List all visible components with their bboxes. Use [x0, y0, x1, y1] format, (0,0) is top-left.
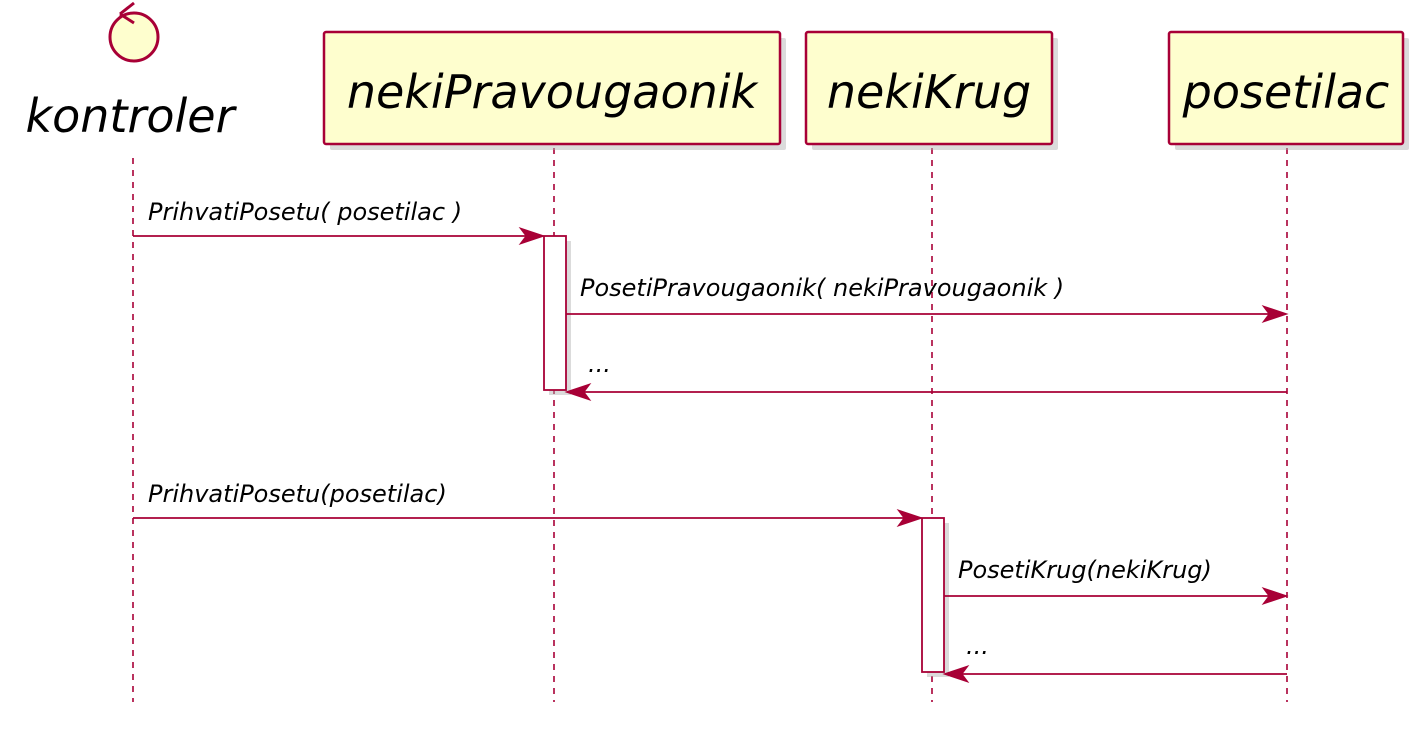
message-prihvati-posetu-1: PrihvatiPosetu( posetilac ) [133, 198, 546, 245]
participant-nekipravougaonik: nekiPravougaonik [322, 30, 786, 150]
participant-kontroler: kontroler [25, 1, 238, 143]
message-label: ... [588, 350, 611, 378]
arrow-head [1261, 305, 1289, 323]
participant-nekikrug-label: nekiKrug [827, 65, 1031, 119]
participant-posetilac-label: posetilac [1182, 65, 1390, 119]
participant-nekipravougaonik-label: nekiPravougaonik [347, 65, 760, 119]
participant-posetilac: posetilac [1167, 30, 1409, 150]
message-prihvati-posetu-2: PrihvatiPosetu(posetilac) [133, 480, 924, 527]
arrow-head [942, 665, 970, 683]
message-label: PosetiKrug(nekiKrug) [958, 556, 1212, 584]
participant-kontroler-label: kontroler [25, 89, 237, 143]
message-label: PrihvatiPosetu( posetilac ) [148, 198, 462, 226]
arrow-head [896, 509, 924, 527]
message-return-1: ... [564, 350, 1287, 401]
message-label: ... [966, 632, 989, 660]
participant-box [322, 30, 782, 146]
activation-nekikrug [921, 517, 945, 673]
arrow-head [564, 383, 592, 401]
message-label: PosetiPravougaonik( nekiPravougaonik ) [580, 274, 1064, 302]
message-poseti-krug: PosetiKrug(nekiKrug) [944, 556, 1289, 605]
message-label: PrihvatiPosetu(posetilac) [148, 480, 447, 508]
arrow-head [518, 227, 546, 245]
control-icon [108, 1, 160, 63]
arrow-head [1261, 587, 1289, 605]
message-poseti-pravougaonik: PosetiPravougaonik( nekiPravougaonik ) [566, 274, 1289, 323]
participant-box [804, 30, 1054, 146]
participant-box [1167, 30, 1405, 146]
activation-nekipravougaonik [543, 235, 567, 391]
participant-nekikrug: nekiKrug [804, 30, 1058, 150]
message-return-2: ... [942, 632, 1287, 683]
